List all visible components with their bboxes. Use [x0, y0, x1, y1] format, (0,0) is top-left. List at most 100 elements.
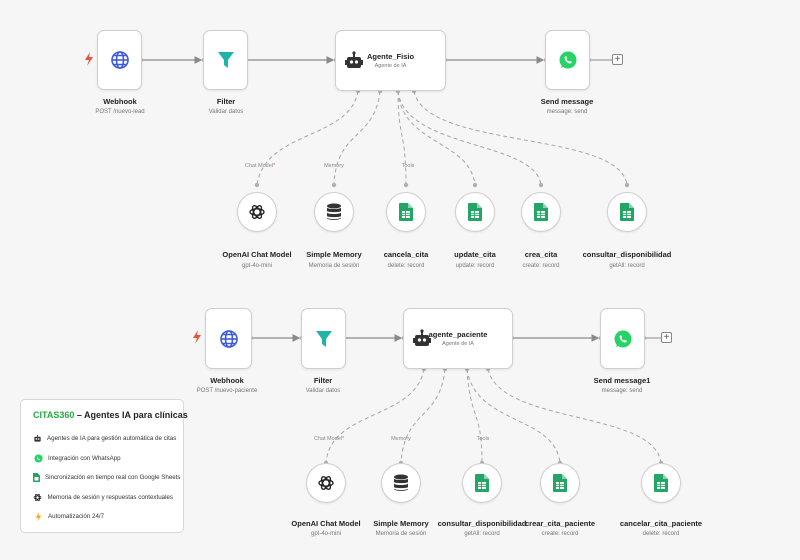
subnode-sub: delete: record	[387, 263, 425, 269]
google-sheets-icon	[553, 474, 567, 492]
subnode-edges-flow2	[325, 368, 662, 464]
webhook-node[interactable]	[97, 30, 142, 90]
database-icon	[394, 474, 408, 491]
subnode-sub: getAll: record	[464, 531, 500, 537]
tool-node-consultar-disponibilidad[interactable]	[607, 192, 647, 232]
tool-node-consultar-disponibilidad-2[interactable]	[462, 463, 502, 503]
openai-icon	[33, 492, 42, 502]
chat-model-connector-label: Chat Model*	[244, 163, 276, 169]
openai-chat-model-node-2[interactable]	[306, 463, 346, 503]
google-sheets-icon	[33, 473, 40, 483]
subnode-label: Simple Memory	[373, 519, 429, 528]
subnode-sub: create: record	[522, 263, 560, 269]
subnode-sub: create: record	[541, 531, 579, 537]
legend-card: CITAS360 – Agentes IA para clínicas Agen…	[20, 399, 188, 533]
legend-item-text: Integración con WhatsApp	[48, 454, 121, 462]
legend-item: Sincronización en tiempo real con Google…	[33, 468, 181, 488]
chat-model-connector-label: Chat Model*	[313, 436, 345, 442]
robot-icon	[413, 329, 431, 346]
whatsapp-icon	[614, 330, 631, 347]
filter-icon	[217, 52, 234, 68]
tool-node-cancelar-cita-paciente[interactable]	[641, 463, 681, 503]
add-node-button[interactable]: +	[612, 54, 623, 65]
send-message-node-2[interactable]	[600, 308, 645, 369]
globe-icon	[219, 329, 238, 348]
tool-node-crear-cita-paciente[interactable]	[540, 463, 580, 503]
subnode-label: crear_cita_paciente	[524, 519, 596, 528]
tool-node-crea-cita[interactable]	[521, 192, 561, 232]
simple-memory-node[interactable]	[314, 192, 354, 232]
add-node-button[interactable]: +	[661, 332, 672, 343]
trigger-bolt-icon	[85, 52, 93, 66]
simple-memory-node-2[interactable]	[381, 463, 421, 503]
memory-connector-label: Memory	[391, 436, 411, 442]
agent-node[interactable]: Agente_Fisio Agente de IA	[335, 30, 446, 91]
legend-item: Automatización 24/7	[33, 507, 173, 527]
filter-node-2[interactable]	[301, 308, 346, 369]
tools-connector-label: Tools	[401, 163, 415, 169]
brand-name: CITAS360	[33, 410, 75, 420]
subnode-sub: Memoria de sesión	[308, 263, 360, 269]
google-sheets-icon	[475, 474, 489, 492]
subnode-edges-flow1	[256, 90, 628, 186]
subnode-sub: delete: record	[642, 531, 680, 537]
google-sheets-icon	[620, 203, 634, 221]
legend-title-text: – Agentes IA para clínicas	[74, 410, 188, 420]
legend-item: Agentes de IA para gestión automática de…	[33, 429, 177, 449]
google-sheets-icon	[468, 203, 482, 221]
memory-connector-label: Memory	[324, 163, 344, 169]
legend-item-text: Agentes de IA para gestión automática de…	[47, 435, 177, 443]
google-sheets-icon	[534, 203, 548, 221]
webhook-sub: POST /nuevo-lead	[95, 109, 145, 115]
agent-node-2[interactable]: agente_paciente Agente de IA	[403, 308, 513, 369]
subnode-label: OpenAI Chat Model	[291, 519, 361, 528]
subnode-sub: update: record	[455, 263, 495, 269]
subnode-label: consultar_disponibilidad	[582, 250, 672, 259]
webhook-sub: POST /nuevo-paciente	[196, 388, 258, 394]
agent-title: agente_paciente	[428, 330, 488, 339]
subnode-sub: getAll: record	[609, 263, 645, 269]
filter-sub: Validar datos	[305, 388, 341, 394]
webhook-label: Webhook	[210, 376, 244, 385]
database-icon	[327, 203, 341, 220]
tools-connector-label: Tools	[476, 436, 490, 442]
tool-node-cancela-cita[interactable]	[386, 192, 426, 232]
openai-icon	[249, 205, 265, 219]
port-dots	[138, 57, 664, 466]
subnode-label: update_cita	[454, 250, 496, 259]
robot-icon	[345, 51, 363, 68]
subnode-sub: Memoria de sesión	[375, 531, 427, 537]
whatsapp-icon	[33, 453, 43, 463]
globe-icon	[110, 51, 129, 69]
filter-label: Filter	[313, 376, 333, 385]
legend-item-text: Automatización 24/7	[48, 513, 105, 521]
filter-label: Filter	[216, 97, 236, 106]
tool-node-update-cita[interactable]	[455, 192, 495, 232]
trigger-bolt-icon	[193, 330, 201, 344]
legend-item-text: Sincronización en tiempo real con Google…	[45, 474, 181, 482]
filter-sub: Validar datos	[208, 109, 244, 115]
subnode-label: OpenAI Chat Model	[222, 250, 292, 259]
subnode-sub: gpt-4o-mini	[241, 263, 273, 269]
webhook-label: Webhook	[103, 97, 137, 106]
google-sheets-icon	[654, 474, 668, 492]
subnode-label: Simple Memory	[306, 250, 362, 259]
send-message-label: Send message1	[593, 376, 651, 385]
legend-item: Integración con WhatsApp	[33, 449, 173, 469]
openai-chat-model-node[interactable]	[237, 192, 277, 232]
subnode-sub: gpt-4o-mini	[310, 531, 342, 537]
google-sheets-icon	[399, 203, 413, 221]
filter-node[interactable]	[203, 30, 248, 90]
agent-sub: Agente de IA	[374, 63, 407, 69]
send-message-sub: message: send	[601, 388, 643, 394]
send-message-label: Send message	[540, 97, 594, 106]
legend-title: CITAS360 – Agentes IA para clínicas	[33, 410, 188, 420]
send-message-node[interactable]	[545, 30, 590, 90]
subnode-label: consultar_disponibilidad	[437, 519, 527, 528]
robot-icon	[33, 434, 42, 444]
whatsapp-icon	[559, 51, 576, 69]
webhook-node-2[interactable]	[205, 308, 252, 369]
filter-icon	[315, 330, 332, 347]
legend-item-text: Memoria de sesión y respuestas contextua…	[47, 493, 173, 501]
subnode-label: cancelar_cita_paciente	[619, 519, 703, 528]
